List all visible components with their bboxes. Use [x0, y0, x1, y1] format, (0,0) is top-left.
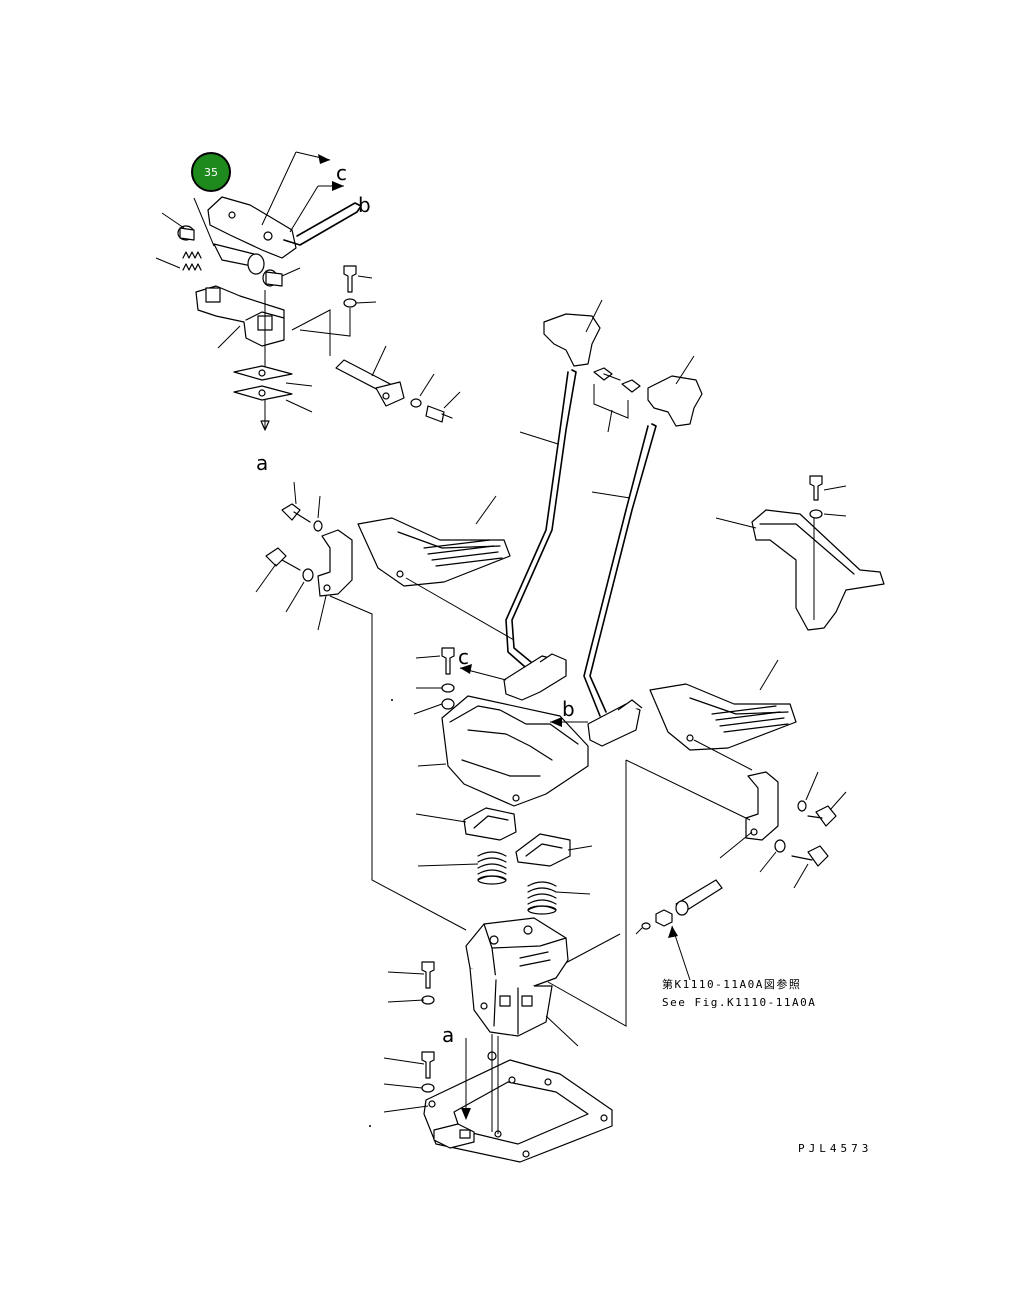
- left-pedal: [255, 481, 515, 641]
- label-a-bottom: a: [442, 1023, 454, 1047]
- drawing-code: PJL4573: [798, 1142, 872, 1155]
- pads-and-springs: [415, 807, 593, 915]
- pilot-valve: [387, 917, 579, 1047]
- reference-note-jp: 第K1110-11A0A図参照: [662, 977, 801, 991]
- callout-badge[interactable]: 35: [191, 152, 231, 192]
- callout-badge-number: 35: [204, 166, 218, 179]
- upper-lever-assembly: [155, 151, 461, 431]
- label-a-top: a: [256, 451, 268, 475]
- reference-note-en: See Fig.K1110-11A0A: [662, 996, 816, 1009]
- valve-cover: [369, 647, 589, 1127]
- right-pedal: [649, 659, 847, 889]
- base-plate: [383, 1034, 613, 1163]
- label-c-top: c: [336, 161, 347, 185]
- fitting-assembly: [635, 879, 723, 981]
- travel-levers: [503, 299, 703, 747]
- guide-lines: [329, 595, 751, 1027]
- right-cover: [715, 475, 885, 631]
- label-c-mid: c: [458, 645, 469, 669]
- label-b-top: b: [358, 193, 371, 217]
- label-b-mid: b: [562, 697, 575, 721]
